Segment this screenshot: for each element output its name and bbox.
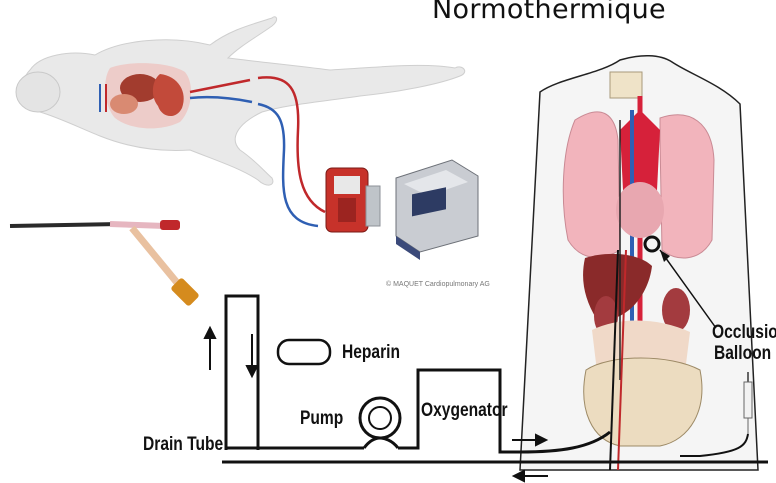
drain-tube-label: Drain Tube	[143, 434, 223, 456]
torso-anatomy	[520, 56, 758, 470]
occlusion-label: Occlusion	[712, 322, 776, 344]
heparin-reservoir	[278, 340, 330, 364]
copyright-credit: © MAQUET Cardiopulmonary AG	[386, 280, 490, 288]
pump-console	[326, 168, 380, 232]
reclining-body-figure	[16, 17, 465, 185]
pump-label: Pump	[300, 408, 343, 430]
page-title: Normothermique	[432, 0, 666, 25]
ecmo-console	[396, 160, 478, 260]
heparin-label: Heparin	[342, 342, 400, 364]
cannula-image	[10, 220, 200, 307]
balloon-label: Balloon	[714, 343, 771, 365]
oxygenator-label: Oxygenator	[421, 400, 508, 422]
